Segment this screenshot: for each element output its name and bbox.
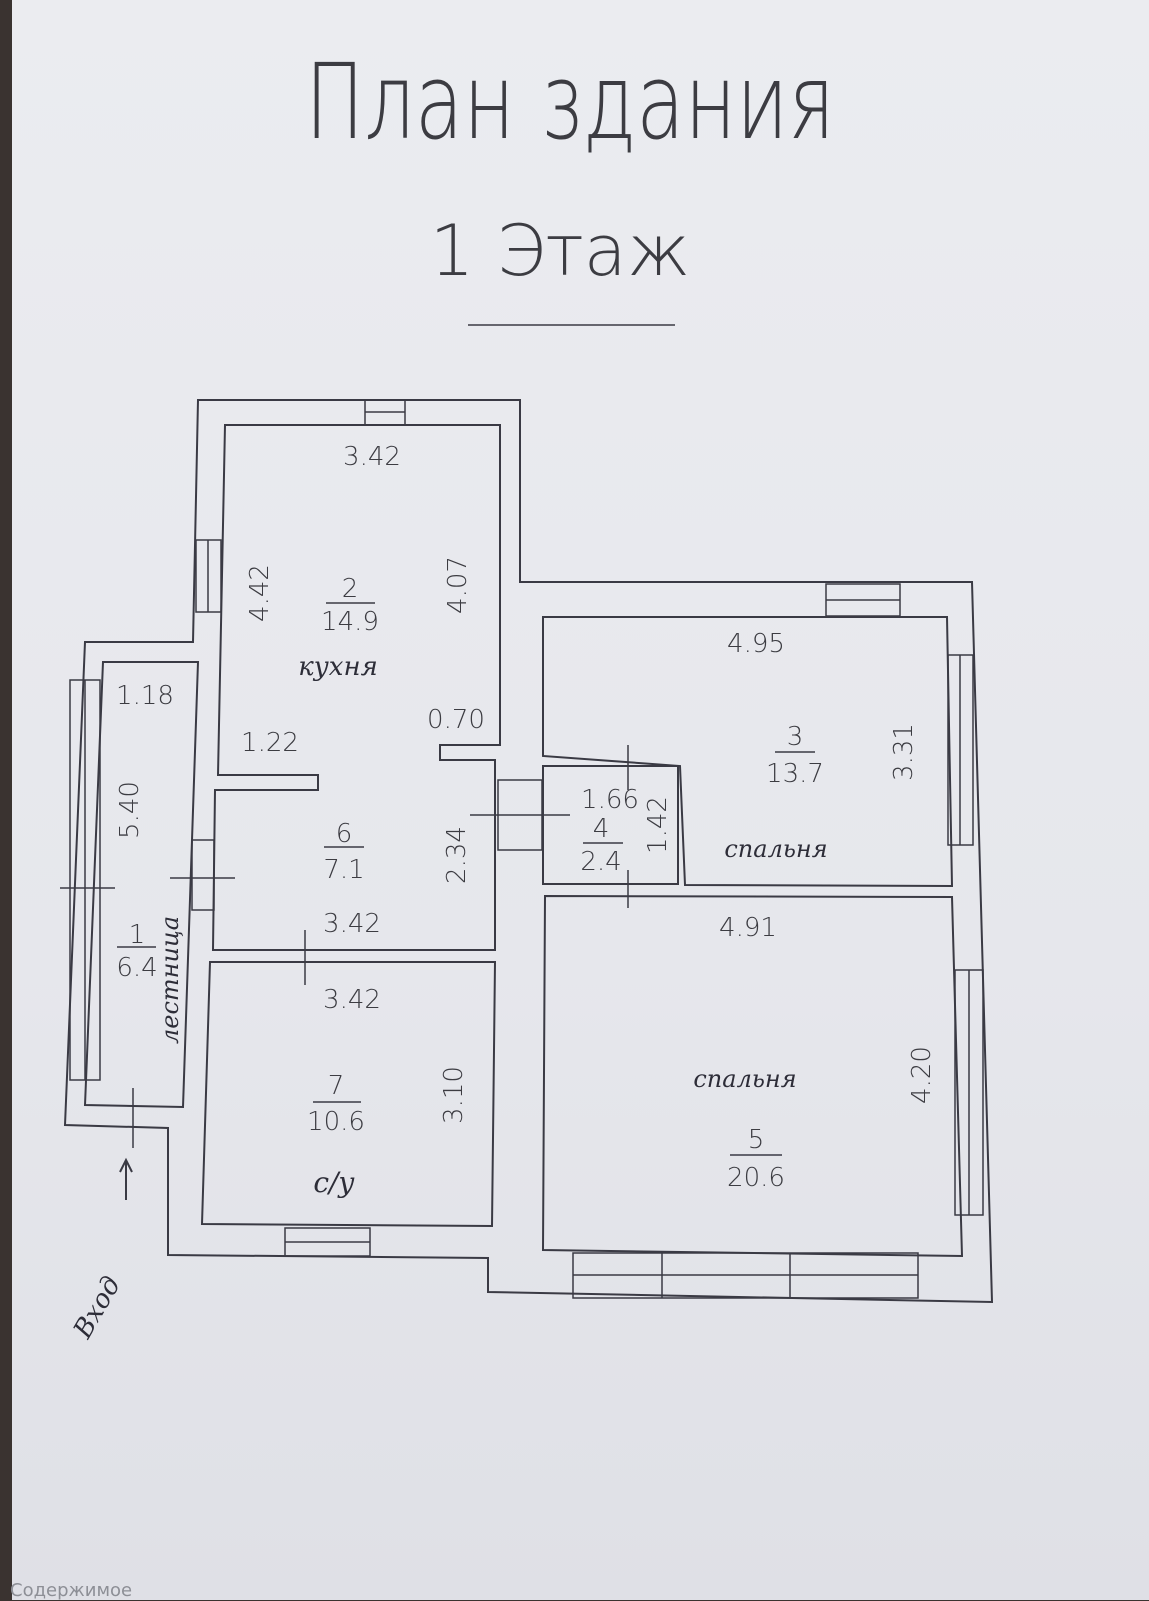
room-1-outline xyxy=(83,661,200,1109)
outer-wall xyxy=(63,399,994,1304)
windows xyxy=(69,399,984,1299)
room-7-width: 3.42 xyxy=(323,985,381,1015)
room-4-length: 1.42 xyxy=(643,796,673,854)
room-6-width: 3.42 xyxy=(323,909,381,939)
room-5-number: 5 xyxy=(748,1125,765,1155)
room-2-length-left: 4.42 xyxy=(245,564,275,622)
room-4-width: 1.66 xyxy=(581,785,639,815)
room-3-number: 3 xyxy=(787,722,804,752)
floor-subtitle: 1 Этаж xyxy=(430,210,691,292)
room-2-name: кухня xyxy=(298,652,378,682)
entrance-label: Вход xyxy=(68,1271,127,1344)
room-7-outline xyxy=(200,961,497,1228)
room-1-width: 1.18 xyxy=(116,681,174,711)
room-6-number: 6 xyxy=(336,819,353,849)
room-5-area: 20.6 xyxy=(727,1163,785,1193)
room-1-number: 1 xyxy=(129,920,146,950)
room-3-name: спальня xyxy=(724,835,827,863)
room-2-partition: 1.22 xyxy=(241,728,299,758)
room-7-area: 10.6 xyxy=(307,1107,365,1137)
entrance-arrow-icon xyxy=(119,1157,133,1200)
room-6-area: 7.1 xyxy=(323,855,364,885)
room-7-name: с/у xyxy=(313,1166,355,1199)
room-3-outline xyxy=(542,616,954,888)
room-6-length: 2.34 xyxy=(442,826,472,884)
footer-text: Содержимое xyxy=(10,1580,133,1601)
room-7-length: 3.10 xyxy=(439,1066,469,1124)
room-2-area: 14.9 xyxy=(321,607,379,637)
fraction-lines xyxy=(117,602,815,1156)
room-2-width: 3.42 xyxy=(343,442,401,472)
room-1-area: 6.4 xyxy=(116,953,157,983)
room-5-width: 4.91 xyxy=(719,913,777,943)
room-kitchen-outline xyxy=(211,424,501,951)
room-3-area: 13.7 xyxy=(766,759,824,789)
room-4-number: 4 xyxy=(593,814,610,844)
room-2-length-right: 4.07 xyxy=(443,556,473,614)
room-2-doorway: 0.70 xyxy=(427,705,485,735)
room-4-area: 2.4 xyxy=(580,847,621,877)
room-2-number: 2 xyxy=(342,574,359,604)
room-5-length: 4.20 xyxy=(907,1046,937,1104)
room-5-outline xyxy=(541,894,964,1258)
door-marks xyxy=(60,324,675,1148)
room-1-length: 5.40 xyxy=(115,781,145,839)
room-3-length: 3.31 xyxy=(889,723,919,781)
room-3-width: 4.95 xyxy=(727,629,785,659)
room-1-name: лестница xyxy=(156,916,184,1044)
room-7-number: 7 xyxy=(328,1071,345,1101)
plan-title: План здания xyxy=(305,41,835,163)
room-5-name: спальня xyxy=(693,1065,796,1093)
room-4-outline xyxy=(542,765,679,885)
